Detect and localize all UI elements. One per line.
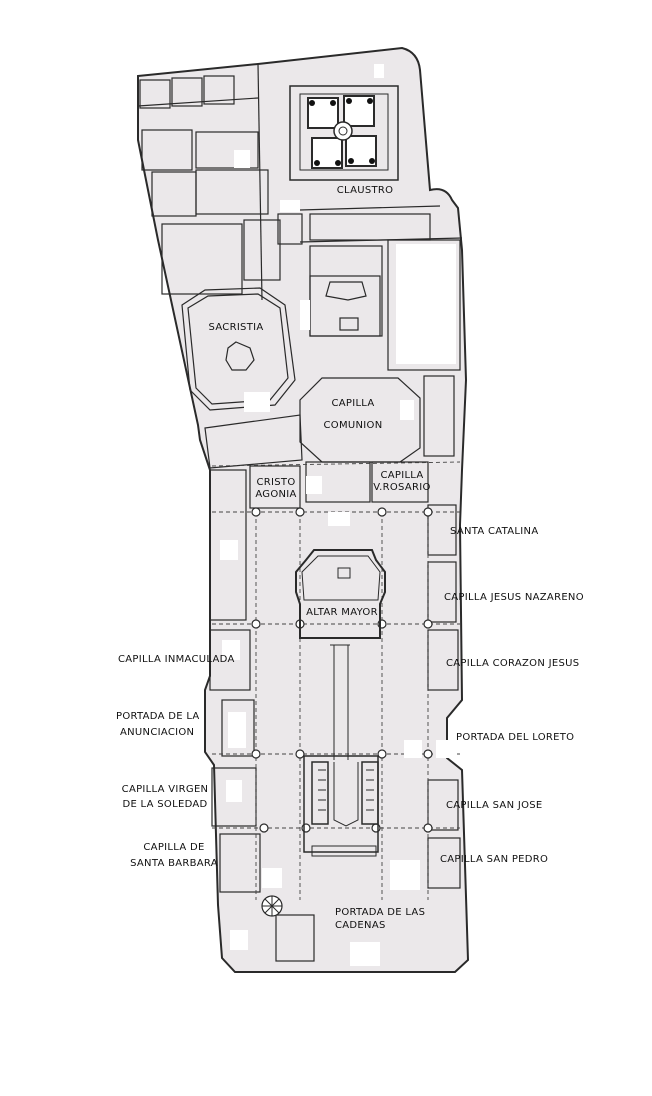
label-portada-anunciacion-2: ANUNCIACION <box>120 727 195 738</box>
label-corazon-jesus: CAPILLA CORAZON JESUS <box>446 658 580 669</box>
choir-stalls <box>303 755 379 857</box>
label-portada-cadenas-1: PORTADA DE LAS <box>335 907 426 918</box>
label-cristo-agonia-1: CRISTO <box>256 477 296 488</box>
nave-pillars <box>251 507 433 833</box>
label-santa-barbara-1: CAPILLA DE <box>143 842 205 853</box>
label-capilla-rosario-2: V.ROSARIO <box>373 482 431 493</box>
upper-rooms <box>137 63 463 301</box>
main-altar <box>295 549 386 760</box>
communion-chapel <box>299 239 461 463</box>
transept-rooms <box>209 461 461 962</box>
sacristy <box>181 287 303 469</box>
label-santa-barbara-2: SANTA BARBARA <box>130 858 218 869</box>
label-portada-anunciacion-1: PORTADA DE LA <box>116 711 200 722</box>
label-san-jose: CAPILLA SAN JOSE <box>446 800 543 811</box>
label-capilla-rosario-1: CAPILLA <box>380 470 424 481</box>
white-patches <box>220 64 456 966</box>
nave-grid <box>211 461 461 900</box>
label-inmaculada: CAPILLA INMACULADA <box>118 654 235 665</box>
label-santa-catalina: SANTA CATALINA <box>450 526 539 537</box>
label-capilla-comunion-1: CAPILLA <box>331 398 375 409</box>
cloister <box>289 85 399 181</box>
spiral-stair-icon <box>261 895 283 917</box>
label-virgen-soledad-2: DE LA SOLEDAD <box>122 799 208 810</box>
label-claustro: CLAUSTRO <box>336 185 394 196</box>
label-portada-cadenas-2: CADENAS <box>335 920 386 931</box>
label-san-pedro: CAPILLA SAN PEDRO <box>440 854 549 865</box>
label-capilla-comunion-2: COMUNION <box>323 420 383 431</box>
label-cristo-agonia-2: AGONIA <box>255 489 297 500</box>
label-portada-loreto: PORTADA DEL LORETO <box>456 732 575 743</box>
label-virgen-soledad-1: CAPILLA VIRGEN <box>121 784 209 795</box>
label-sacristia: SACRISTIA <box>208 322 264 333</box>
label-altar-mayor: ALTAR MAYOR <box>306 607 378 618</box>
label-jesus-nazareno: CAPILLA JESUS NAZARENO <box>444 592 584 603</box>
